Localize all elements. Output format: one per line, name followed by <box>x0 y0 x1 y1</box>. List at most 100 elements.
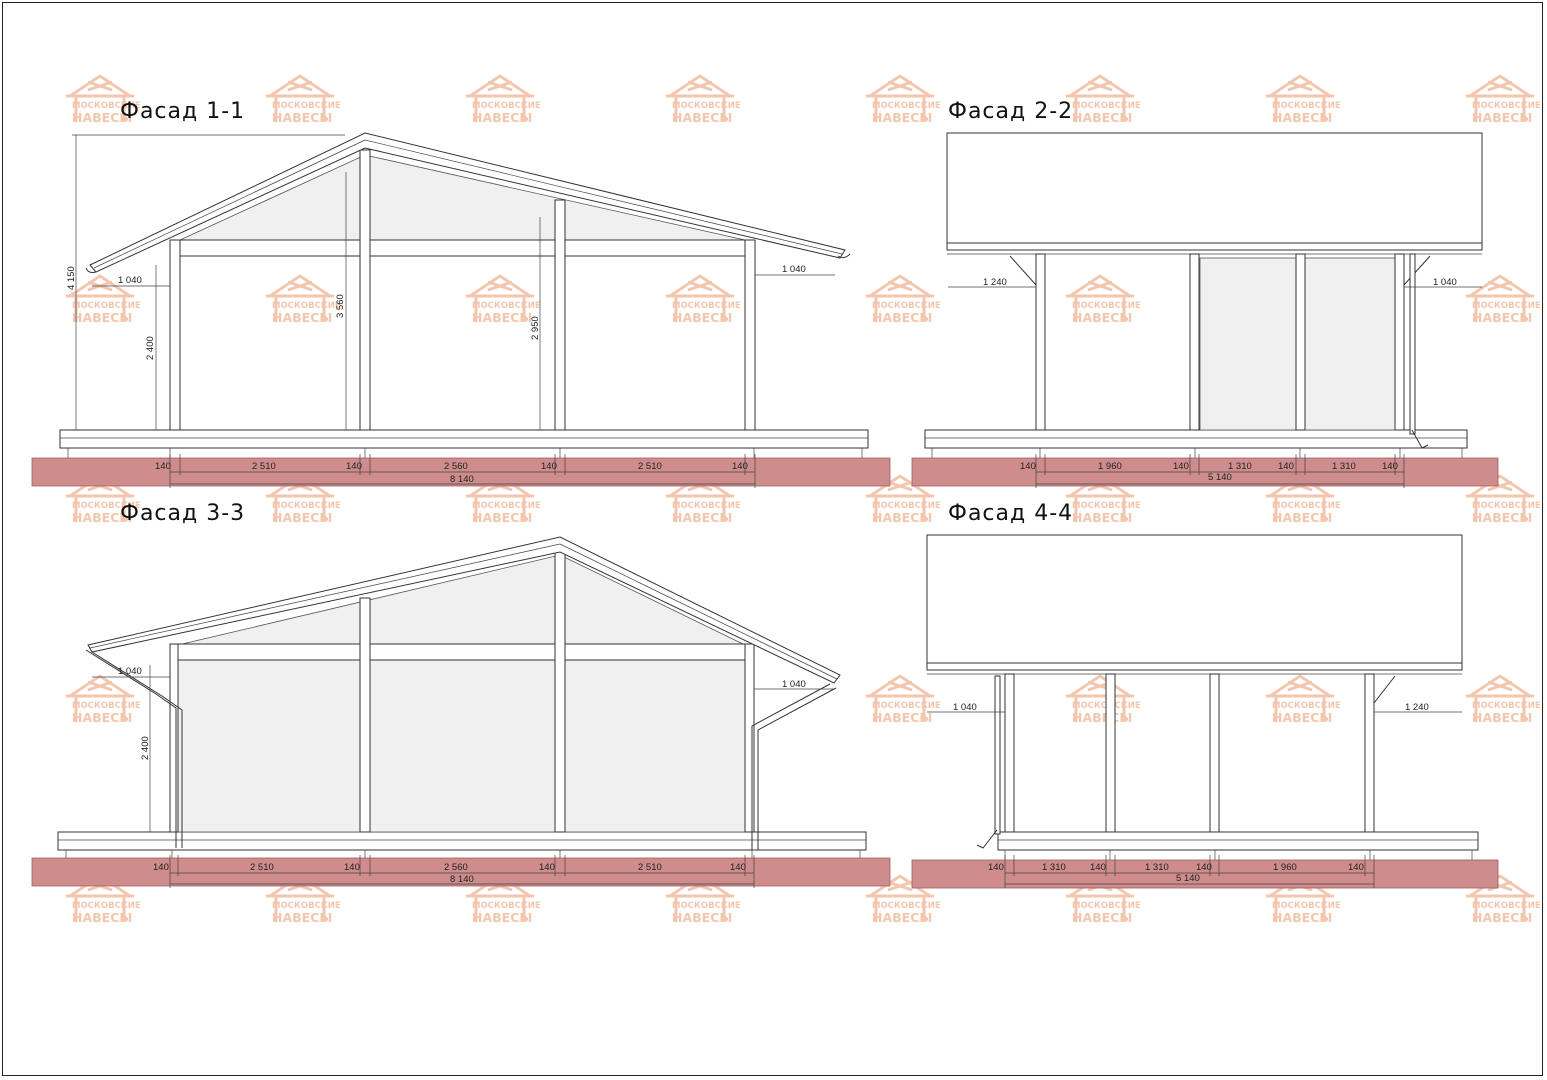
dim-height-total: 4 150 <box>66 266 77 290</box>
dim-b1: 140 <box>153 862 169 873</box>
dim-span-3: 1 960 <box>1273 862 1297 873</box>
watermark-line2: НАВЕСЫ <box>472 310 532 325</box>
dim-b2: 140 <box>344 862 360 873</box>
post <box>1209 673 1220 833</box>
downpipe-left <box>85 649 177 848</box>
watermark-line1: МОСКОВСКИЕ <box>272 301 341 311</box>
watermark-line1: МОСКОВСКИЕ <box>1272 701 1341 711</box>
watermark-line2: НАВЕСЫ <box>872 510 932 525</box>
watermark-layer: МОСКОВСКИЕНАВЕСЫМОСКОВСКИЕНАВЕСЫМОСКОВСК… <box>66 74 1541 925</box>
canopy-logo-icon <box>1466 874 1534 922</box>
watermark-line1: МОСКОВСКИЕ <box>272 901 341 911</box>
dim-height-right: 2 950 <box>530 316 541 340</box>
dim-total: 8 140 <box>450 874 474 885</box>
facade-1-1: Фасад 1-1 4 150 2 400 <box>31 99 891 488</box>
canopy-logo-icon <box>266 74 334 122</box>
watermark-line1: МОСКОВСКИЕ <box>72 301 141 311</box>
facade-4-4: Фасад 4-4 1 040 1 240 140 <box>911 501 1499 889</box>
watermark-line1: МОСКОВСКИЕ <box>1472 901 1541 911</box>
dim-span-2: 1 310 <box>1145 862 1169 873</box>
dim-b4: 140 <box>1348 862 1364 873</box>
post <box>1035 253 1046 431</box>
post <box>744 643 755 833</box>
dim-b4: 140 <box>732 461 748 472</box>
post <box>1189 253 1200 431</box>
deck-platform <box>997 831 1479 851</box>
watermark-line1: МОСКОВСКИЕ <box>1072 501 1141 511</box>
canopy-logo-icon <box>1066 274 1134 322</box>
watermark-line2: НАВЕСЫ <box>72 310 132 325</box>
facade-3-3: Фасад 3-3 2 400 1 040 <box>31 501 891 888</box>
watermark-line1: МОСКОВСКИЕ <box>672 901 741 911</box>
canopy-logo-icon <box>66 674 134 722</box>
dim-span-1: 2 510 <box>252 461 276 472</box>
watermark-line1: МОСКОВСКИЕ <box>1072 901 1141 911</box>
dim-overhang-left: 1 040 <box>118 275 142 286</box>
roof-slab <box>926 534 1463 664</box>
watermark-line1: МОСКОВСКИЕ <box>872 901 941 911</box>
watermark-line1: МОСКОВСКИЕ <box>472 501 541 511</box>
post <box>359 597 371 833</box>
watermark-line1: МОСКОВСКИЕ <box>72 501 141 511</box>
tie-beam <box>169 643 755 661</box>
watermark-line2: НАВЕСЫ <box>1472 310 1532 325</box>
dim-b2: 140 <box>346 461 362 472</box>
watermark-line2: НАВЕСЫ <box>272 110 332 125</box>
post <box>554 551 566 833</box>
watermark-line2: НАВЕСЫ <box>672 910 732 925</box>
facade-4-4-title: Фасад 4-4 <box>948 501 1073 526</box>
facade-3-3-title: Фасад 3-3 <box>120 501 245 526</box>
dim-span-3: 2 510 <box>638 461 662 472</box>
watermark-line2: НАВЕСЫ <box>1072 310 1132 325</box>
watermark-line1: МОСКОВСКИЕ <box>872 701 941 711</box>
deck-platform <box>924 429 1468 449</box>
watermark-line1: МОСКОВСКИЕ <box>1472 101 1541 111</box>
watermark-line2: НАВЕСЫ <box>1072 510 1132 525</box>
watermark-line2: НАВЕСЫ <box>672 510 732 525</box>
facade-2-2: Фасад 2-2 1 240 1 040 <box>911 99 1499 488</box>
dim-b1: 140 <box>988 862 1004 873</box>
wall-panel <box>1304 257 1396 431</box>
dim-overhang-right: 1 240 <box>1405 702 1429 713</box>
wall-panel <box>369 659 556 833</box>
dim-height-eave: 2 400 <box>140 736 151 760</box>
watermark-line2: НАВЕСЫ <box>1272 910 1332 925</box>
roof-slab <box>946 132 1483 244</box>
canopy-logo-icon <box>866 74 934 122</box>
watermark-line2: НАВЕСЫ <box>472 910 532 925</box>
dim-span-1: 2 510 <box>250 862 274 873</box>
watermark-line2: НАВЕСЫ <box>72 110 132 125</box>
watermark-line1: МОСКОВСКИЕ <box>1472 701 1541 711</box>
fascia <box>926 662 1463 671</box>
watermark-line1: МОСКОВСКИЕ <box>272 501 341 511</box>
gutter <box>85 267 97 273</box>
watermark-line2: НАВЕСЫ <box>1272 110 1332 125</box>
watermark-line1: МОСКОВСКИЕ <box>1472 301 1541 311</box>
canopy-logo-icon <box>1466 274 1534 322</box>
watermark-line2: НАВЕСЫ <box>1072 910 1132 925</box>
watermark-line1: МОСКОВСКИЕ <box>72 901 141 911</box>
dim-overhang-right: 1 040 <box>1433 277 1457 288</box>
dim-span-2: 2 560 <box>444 461 468 472</box>
canopy-logo-icon <box>466 274 534 322</box>
canopy-logo-icon <box>1466 74 1534 122</box>
dim-height-mid: 3 560 <box>335 294 346 318</box>
dim-span-3: 2 510 <box>638 862 662 873</box>
dim-b3: 140 <box>1196 862 1212 873</box>
